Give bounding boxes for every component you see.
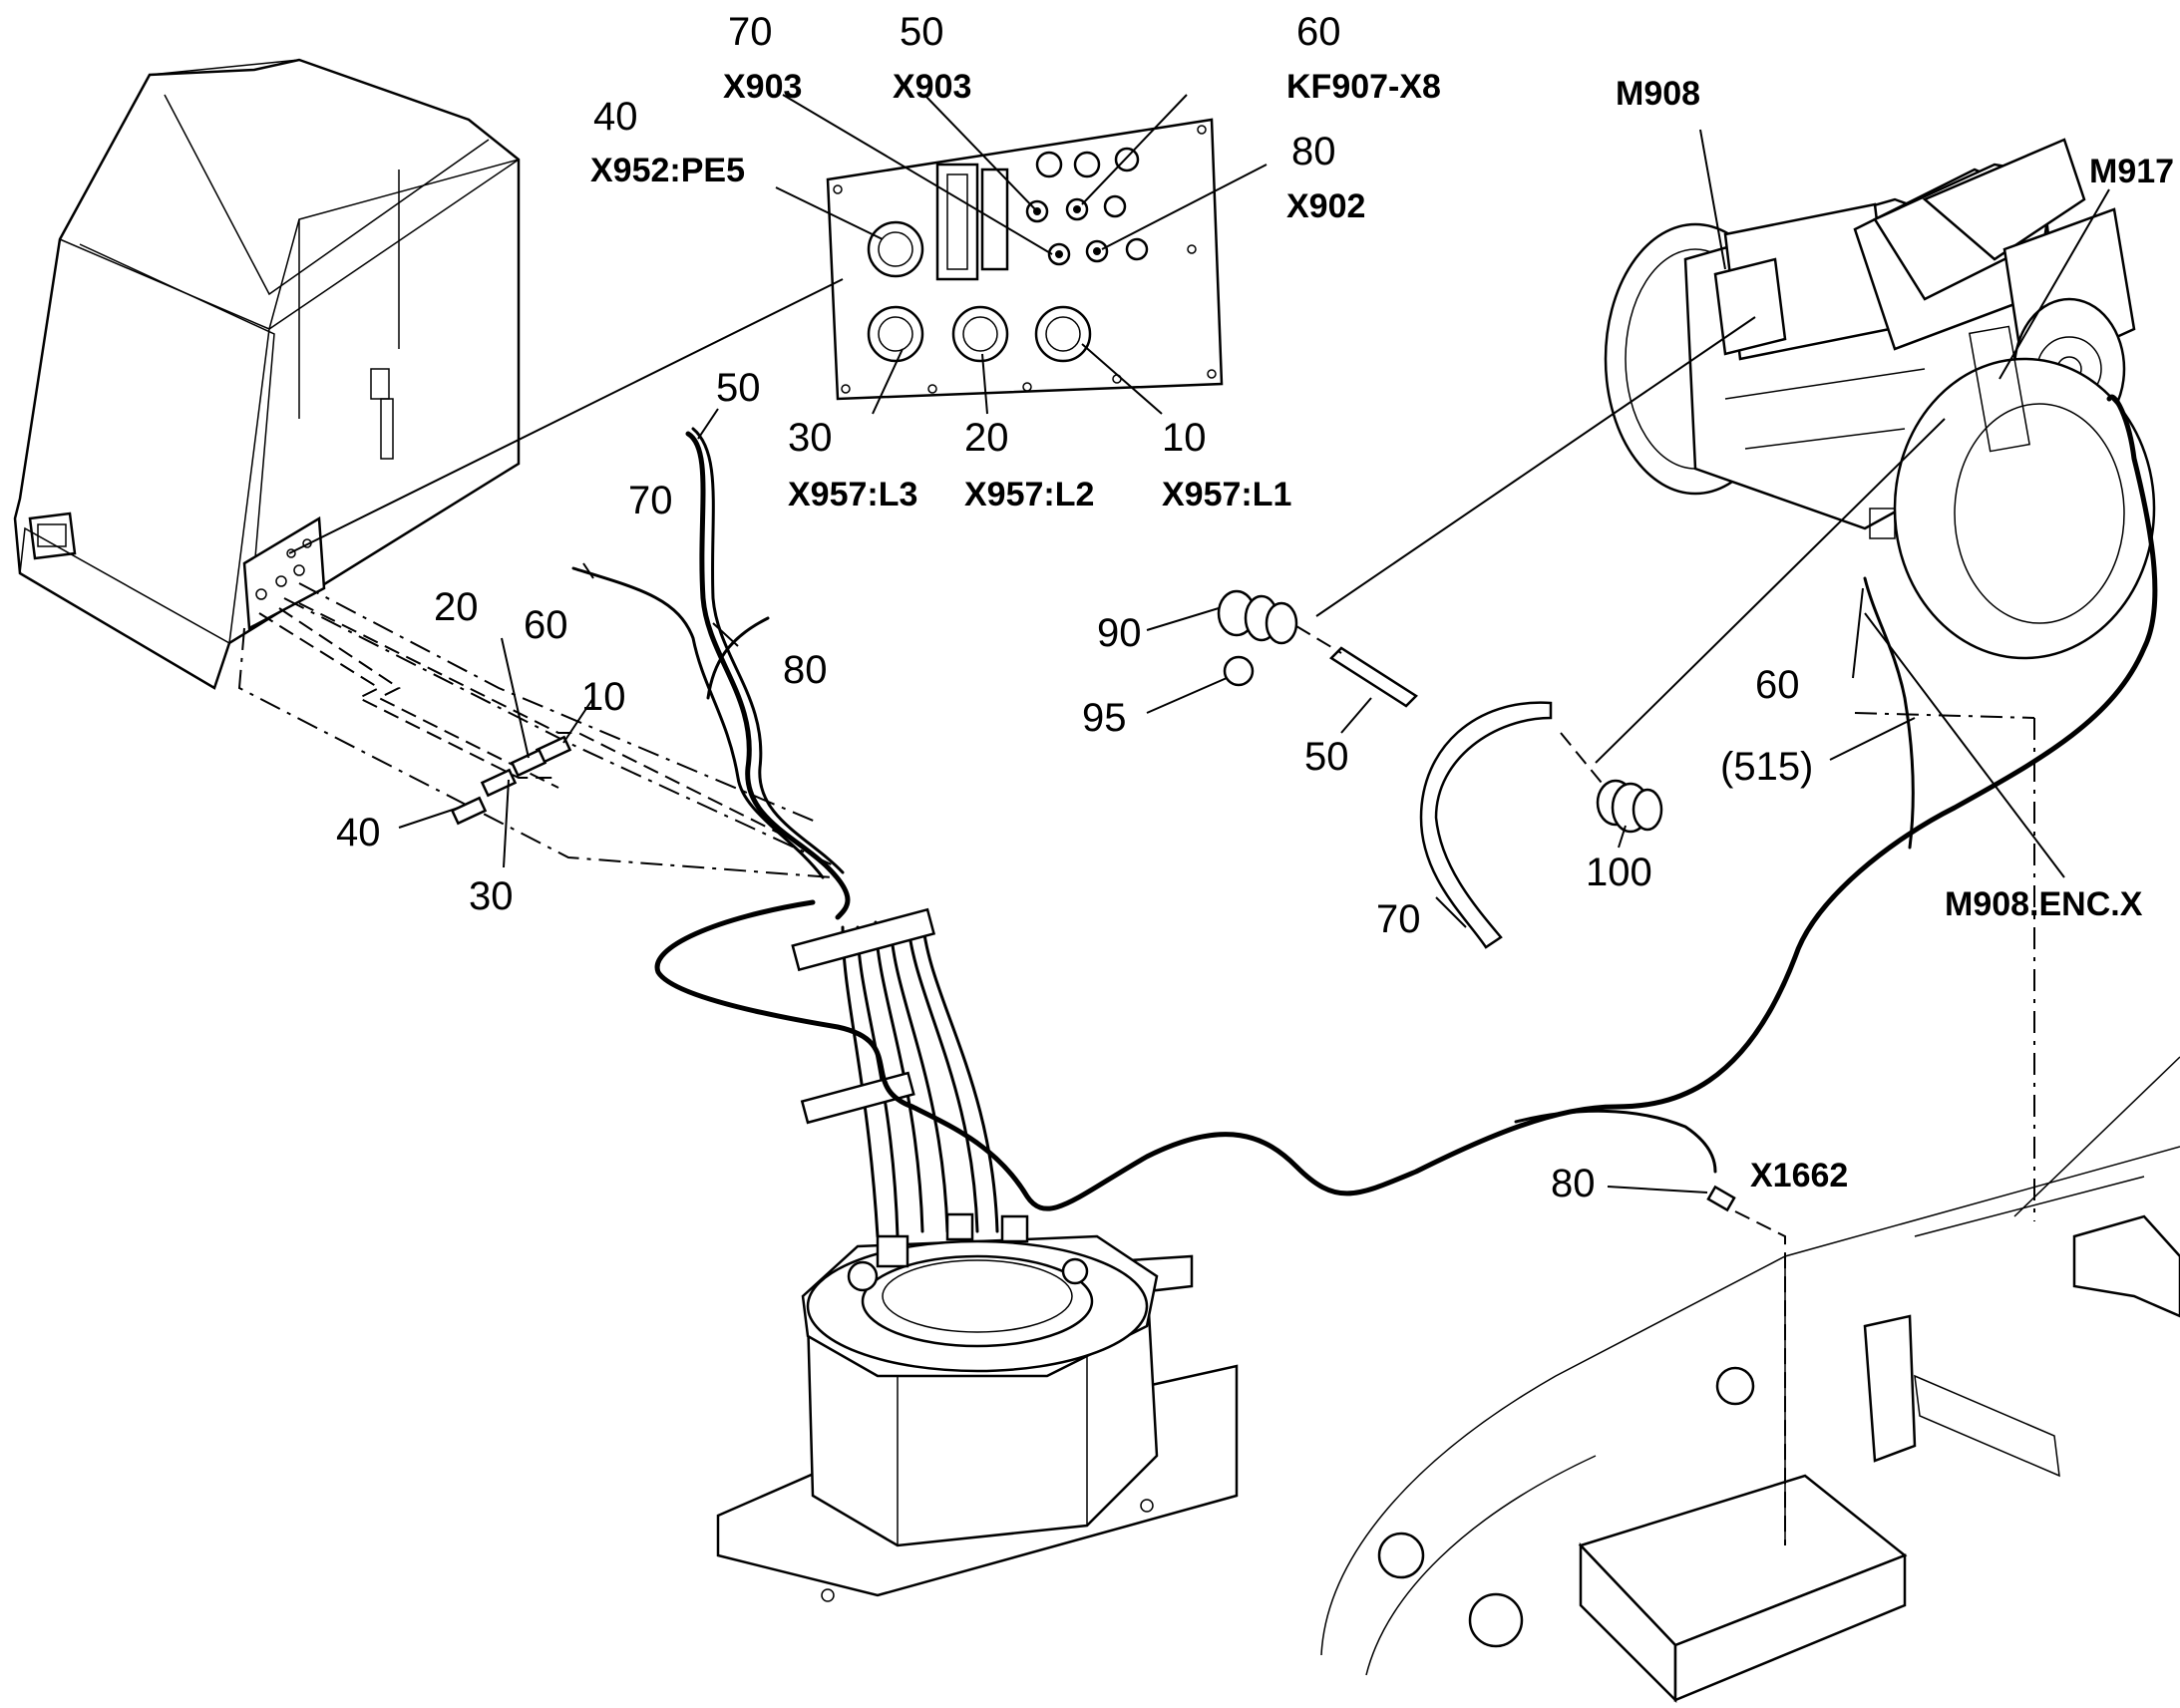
cable-runs bbox=[571, 394, 2158, 1211]
label-right-515: (515) bbox=[1720, 745, 1813, 789]
electrical-cabinet bbox=[13, 58, 521, 690]
label-motor-m917: M917 bbox=[2089, 153, 2174, 190]
code-panel-60: KF907-X8 bbox=[1286, 68, 1441, 106]
panel-detail-line bbox=[288, 278, 844, 554]
label-lug-20: 20 bbox=[434, 585, 479, 629]
label-gland-100: 100 bbox=[1586, 851, 1652, 894]
m908-leader bbox=[1699, 129, 1726, 270]
code-panel-80: X902 bbox=[1286, 187, 1365, 225]
label-conn-80: 80 bbox=[1551, 1162, 1596, 1205]
label-cable-50: 50 bbox=[716, 366, 761, 410]
code-panel-50: X903 bbox=[893, 68, 971, 106]
gland-100-path bbox=[1560, 732, 1607, 789]
gland-90-path bbox=[1295, 625, 1342, 654]
label-panel-60: 60 bbox=[1296, 10, 1341, 54]
machine-frame bbox=[1320, 1056, 2180, 1704]
label-right-60: 60 bbox=[1755, 663, 1800, 707]
label-cable-60: 60 bbox=[524, 603, 568, 647]
label-panel-80: 80 bbox=[1291, 130, 1336, 173]
swivel-unit bbox=[716, 1234, 1239, 1602]
code-panel-10: X957:L1 bbox=[1162, 476, 1291, 513]
label-panel-10: 10 bbox=[1162, 416, 1207, 460]
code-panel-20: X957:L2 bbox=[964, 476, 1094, 513]
motor-assembly bbox=[1604, 138, 2156, 660]
label-panel-30: 30 bbox=[788, 416, 833, 460]
label-enc-code: M908.ENC.X bbox=[1945, 885, 2143, 923]
label-lug-40: 40 bbox=[336, 811, 381, 854]
label-panel-40: 40 bbox=[593, 95, 638, 139]
label-gland-90: 90 bbox=[1097, 611, 1142, 655]
label-cable-80: 80 bbox=[783, 648, 828, 692]
code-panel-40: X952:PE5 bbox=[590, 152, 745, 189]
conduit-bundle bbox=[791, 907, 1029, 1268]
connector-panel bbox=[826, 118, 1224, 401]
label-conn-code: X1662 bbox=[1750, 1157, 1848, 1195]
label-lug-10: 10 bbox=[581, 675, 626, 719]
gland-100-leader bbox=[1595, 418, 1946, 764]
label-hose-70: 70 bbox=[1376, 897, 1421, 941]
routing-lines bbox=[237, 582, 2035, 1545]
label-panel-20: 20 bbox=[964, 416, 1009, 460]
code-panel-70: X903 bbox=[723, 68, 802, 106]
loose-parts bbox=[1217, 589, 1736, 1212]
label-lug-30: 30 bbox=[469, 874, 514, 918]
label-sleeve-50: 50 bbox=[1304, 735, 1349, 779]
label-cable-70: 70 bbox=[628, 479, 673, 522]
label-motor-m908: M908 bbox=[1616, 75, 1700, 113]
label-panel-50: 50 bbox=[900, 10, 944, 54]
code-panel-30: X957:L3 bbox=[788, 476, 917, 513]
cable-lugs bbox=[450, 735, 572, 826]
callout-leaders bbox=[398, 94, 2065, 1194]
label-cap-95: 95 bbox=[1082, 696, 1127, 740]
callout-labels: 70 X903 50 X903 60 KF907-X8 40 X952:PE5 … bbox=[336, 10, 2174, 1205]
m917-leader bbox=[1998, 188, 2110, 380]
gland-90-leader bbox=[1315, 316, 1756, 617]
label-panel-70: 70 bbox=[728, 10, 773, 54]
